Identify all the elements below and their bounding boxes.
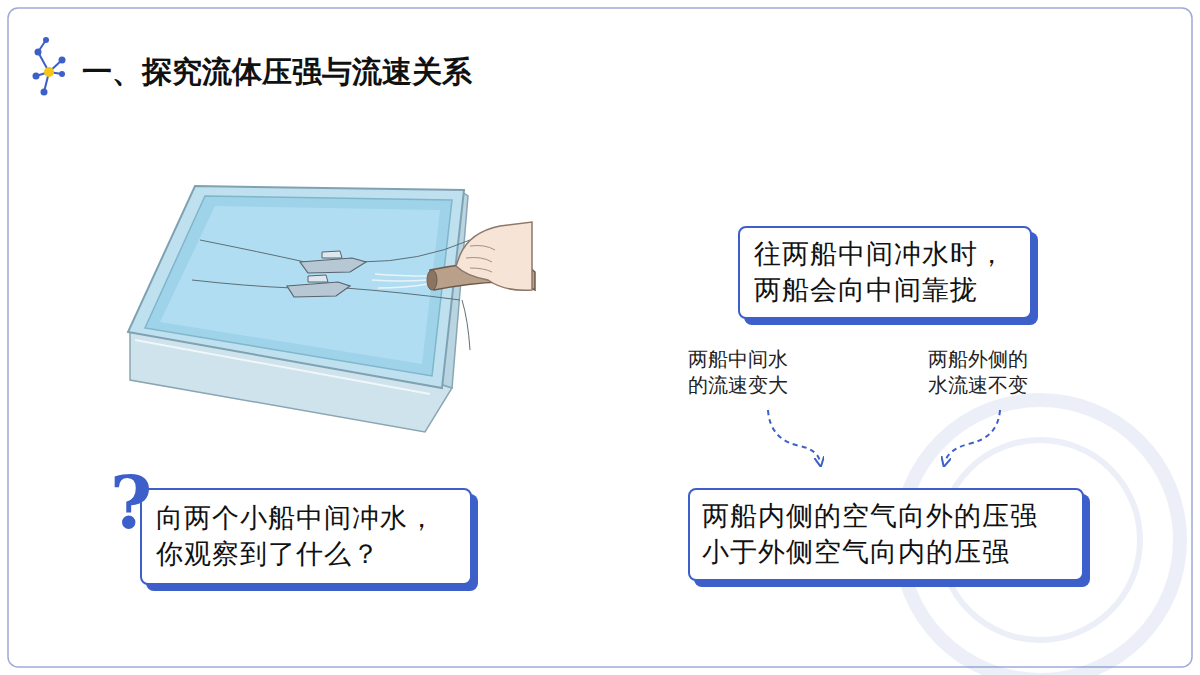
- dashed-arrows: [768, 410, 1000, 462]
- box-text: 向两个小船中间冲水， 你观察到了什么？: [156, 500, 456, 573]
- water-tray: [128, 186, 468, 432]
- question-box: 向两个小船中间冲水， 你观察到了什么？: [140, 488, 472, 585]
- molecule-icon: [33, 37, 66, 96]
- note-text: 两船外侧的 水流速不变: [928, 346, 1036, 398]
- hose-and-hand: [427, 222, 535, 350]
- tether-strings: [192, 240, 470, 300]
- toy-boats: [287, 251, 366, 297]
- note-text: 两船中间水 的流速变大: [688, 346, 796, 398]
- box-text: 两船内侧的空气向外的压强 小于外侧空气向内的压强: [702, 498, 1070, 571]
- conclusion-box: 两船内侧的空气向外的压强 小于外侧空气向内的压强: [688, 488, 1084, 581]
- page-frame: [8, 8, 1192, 667]
- page-title: 一、探究流体压强与流速关系: [82, 52, 472, 93]
- question-mark: ?: [110, 456, 152, 550]
- water-jet: [372, 274, 428, 288]
- box-text: 往两船中间冲水时， 两船会向中间靠拢: [754, 236, 1016, 309]
- result-box: 往两船中间冲水时， 两船会向中间靠拢: [738, 226, 1032, 319]
